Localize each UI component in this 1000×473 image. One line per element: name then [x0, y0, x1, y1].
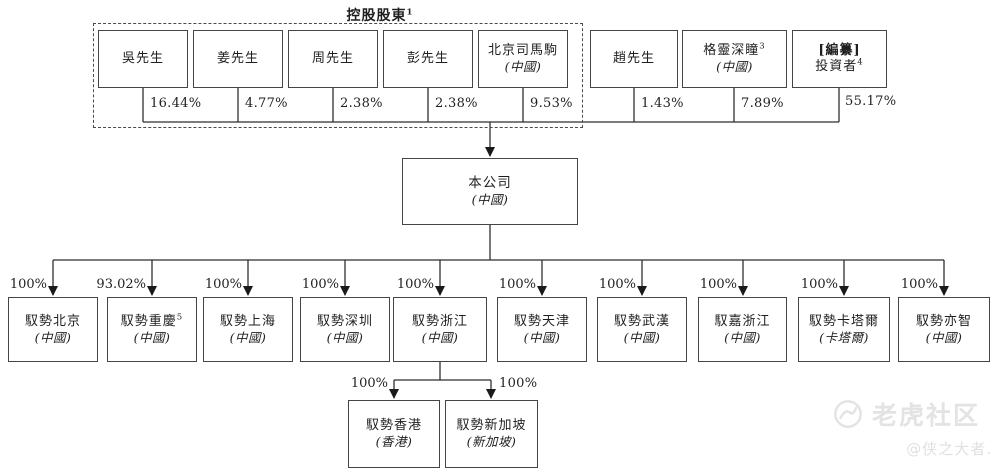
subsidiary-box-hongkong: 馭勢香港 (香港) — [348, 400, 440, 468]
shareholder-name-redacted: [編纂] — [818, 42, 861, 58]
subsidiary-box-tianjin: 馭勢天津 (中國) — [497, 297, 587, 362]
ownership-pct: 93.02% — [96, 277, 146, 292]
subsidiary-box-yizhi: 馭勢亦智 (中國) — [898, 297, 990, 362]
subsidiary-name: 馭勢香港 — [365, 418, 422, 434]
company-jurisdiction: (中國) — [471, 192, 509, 208]
subsidiary-jurisdiction: (中國) — [229, 329, 267, 345]
ownership-pct: 2.38% — [340, 96, 383, 111]
ownership-pct: 1.43% — [641, 96, 684, 111]
subsidiary-jurisdiction: (中國) — [724, 329, 761, 345]
subsidiary-box-shenzhen: 馭勢深圳 (中國) — [300, 297, 390, 362]
subsidiary-name: 馭勢浙江 — [411, 313, 468, 329]
ownership-pct: 100% — [350, 376, 388, 391]
ownership-pct: 2.38% — [435, 96, 478, 111]
shareholder-box-zhao: 趙先生 — [590, 30, 678, 88]
diagram-title-footnote: 1 — [406, 7, 414, 18]
footnote-marker: 3 — [759, 41, 766, 52]
shareholder-name: 投資者4 — [815, 57, 864, 75]
ownership-pct: 100% — [301, 277, 339, 292]
shareholder-name: 彭先生 — [406, 50, 449, 66]
shareholder-box-peng: 彭先生 — [383, 30, 473, 88]
subsidiary-name: 馭勢深圳 — [316, 313, 373, 329]
shareholder-name-text: 投資者 — [815, 59, 858, 74]
subsidiary-box-yujia-zhejiang: 馭嘉浙江 (中國) — [698, 297, 787, 362]
subsidiary-name: 馭勢北京 — [24, 313, 81, 329]
sub-subsidiary-connectors — [389, 362, 496, 399]
shareholder-name: 格靈深瞳3 — [703, 41, 766, 59]
ownership-pct: 100% — [699, 277, 737, 292]
shareholder-box-deepglint: 格靈深瞳3 (中國) — [682, 30, 787, 88]
ownership-pct: 16.44% — [150, 96, 202, 111]
ownership-pct: 100% — [9, 277, 47, 292]
watermark-handle: @侠之大者. — [906, 440, 992, 458]
subsidiary-jurisdiction: (中國) — [523, 329, 561, 345]
subsidiary-box-shanghai: 馭勢上海 (中國) — [203, 297, 293, 362]
shareholder-box-zhou: 周先生 — [288, 30, 378, 88]
ownership-pct: 7.89% — [741, 96, 784, 111]
ownership-pct: 100% — [900, 277, 938, 292]
ownership-pct: 100% — [598, 277, 636, 292]
footnote-marker: 4 — [857, 57, 864, 68]
shareholder-name: 姜先生 — [216, 50, 259, 66]
subsidiary-name: 馭嘉浙江 — [714, 313, 771, 329]
ownership-pct: 100% — [499, 376, 538, 391]
subsidiary-jurisdiction: (中國) — [623, 329, 661, 345]
subsidiary-box-beijing: 馭勢北京 (中國) — [8, 297, 98, 362]
diagram-title-text: 控股股東 — [346, 8, 407, 24]
ownership-pct: 100% — [396, 277, 434, 292]
tiger-logo-icon — [834, 400, 862, 428]
ownership-pct: 4.77% — [245, 96, 288, 111]
subsidiary-name: 馭勢重慶5 — [120, 312, 184, 330]
ownership-pct: 100% — [800, 277, 838, 292]
shareholder-name: 趙先生 — [612, 50, 655, 66]
shareholder-box-investors: [編纂] 投資者4 — [792, 30, 887, 88]
footnote-marker: 5 — [176, 312, 184, 323]
ownership-pct: 9.53% — [530, 96, 573, 111]
subsidiary-name: 馭勢亦智 — [915, 313, 972, 329]
watermark-brand: 老虎社区 — [872, 401, 981, 430]
company-box: 本公司 (中國) — [402, 158, 578, 225]
subsidiary-jurisdiction: (卡塔爾) — [819, 329, 869, 345]
subsidiary-jurisdiction: (香港) — [375, 434, 413, 450]
subsidiary-name: 馭勢新加坡 — [456, 418, 527, 434]
subsidiary-box-wuhan: 馭勢武漢 (中國) — [597, 297, 687, 362]
subsidiary-jurisdiction: (中國) — [133, 329, 171, 345]
subsidiary-name: 馭勢武漢 — [613, 313, 670, 329]
subsidiary-box-zhejiang: 馭勢浙江 (中國) — [393, 297, 487, 362]
subsidiary-name: 馭勢天津 — [513, 313, 570, 329]
diagram-title: 控股股東1 — [300, 5, 460, 25]
shareholder-box-wu: 吳先生 — [98, 30, 188, 88]
company-name: 本公司 — [468, 175, 512, 192]
shareholder-box-jiang: 姜先生 — [193, 30, 283, 88]
subsidiary-name: 馭勢上海 — [219, 313, 276, 329]
shareholder-jurisdiction: (中國) — [716, 59, 753, 75]
watermark: 老虎社区 @侠之大者. — [832, 396, 992, 459]
subsidiary-jurisdiction: (中國) — [925, 329, 963, 345]
subsidiary-jurisdiction: (新加坡) — [466, 434, 517, 450]
subsidiary-box-qatar: 馭勢卡塔爾 (卡塔爾) — [798, 297, 890, 362]
shareholder-name: 吳先生 — [121, 50, 164, 66]
shareholder-name-text: 格靈深瞳 — [703, 43, 760, 59]
shareholder-box-beijing-simaju: 北京司馬駒 (中國) — [478, 30, 568, 88]
shareholder-name: 北京司馬駒 — [487, 43, 558, 59]
subsidiary-jurisdiction: (中國) — [34, 329, 72, 345]
subsidiary-name-text: 馭勢重慶 — [120, 313, 177, 329]
controlling-shareholders-group-box — [93, 23, 583, 128]
subsidiary-name: 馭勢卡塔爾 — [808, 313, 879, 329]
ownership-pct: 55.17% — [845, 94, 897, 109]
subsidiary-jurisdiction: (中國) — [421, 329, 459, 345]
subsidiary-box-chongqing: 馭勢重慶5 (中國) — [107, 297, 197, 362]
shareholder-name: 周先生 — [311, 50, 354, 66]
subsidiary-box-singapore: 馭勢新加坡 (新加坡) — [445, 400, 538, 468]
subsidiary-jurisdiction: (中國) — [326, 329, 364, 345]
ownership-pct: 100% — [204, 277, 242, 292]
ownership-pct: 100% — [498, 277, 536, 292]
shareholder-jurisdiction: (中國) — [504, 59, 542, 75]
